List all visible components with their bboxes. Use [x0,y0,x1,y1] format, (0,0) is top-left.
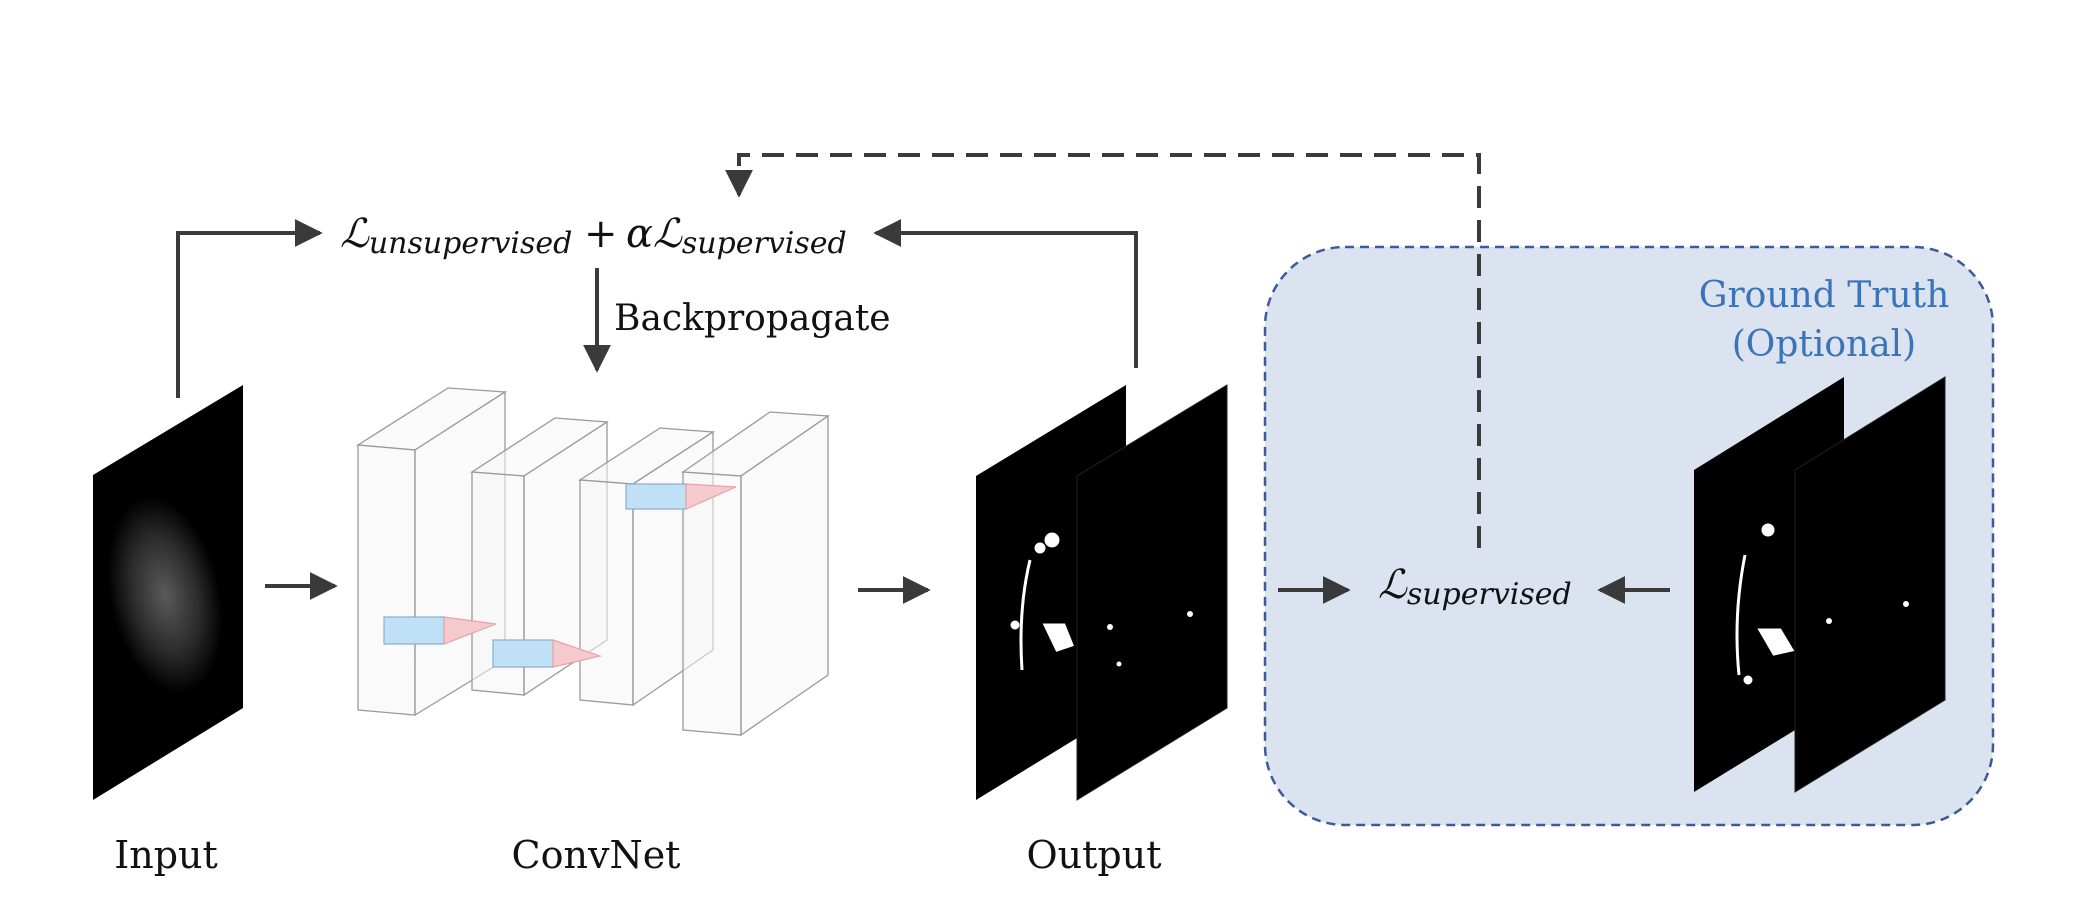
input-to-loss-arrow [176,219,323,398]
input-label: Input [114,833,218,877]
svg-text:ℒunsupervised: ℒunsupervised [340,211,572,261]
ground-truth-images [1694,376,1946,793]
output-to-loss-arrow [873,219,1138,368]
input-image [93,385,243,800]
output-label: Output [1027,833,1162,877]
convnet-label: ConvNet [512,833,681,877]
backpropagate-label: Backpropagate [614,298,891,339]
supervised-feedback-dashed-arrow [725,153,1481,548]
ground-truth-label: Ground Truth [1699,275,1950,316]
combined-loss-formula: ℒunsupervised + αℒsupervised [340,211,847,261]
svg-text:αℒsupervised: αℒsupervised [626,211,847,261]
convnet-blocks [356,387,830,737]
ground-truth-optional-label: (Optional) [1732,324,1916,365]
supervised-loss-formula: ℒsupervised [1378,562,1572,612]
convnet-kernels [383,483,737,668]
svg-text:ℒsupervised: ℒsupervised [1378,562,1572,612]
output-images [976,384,1228,801]
svg-text:+: + [584,211,618,257]
